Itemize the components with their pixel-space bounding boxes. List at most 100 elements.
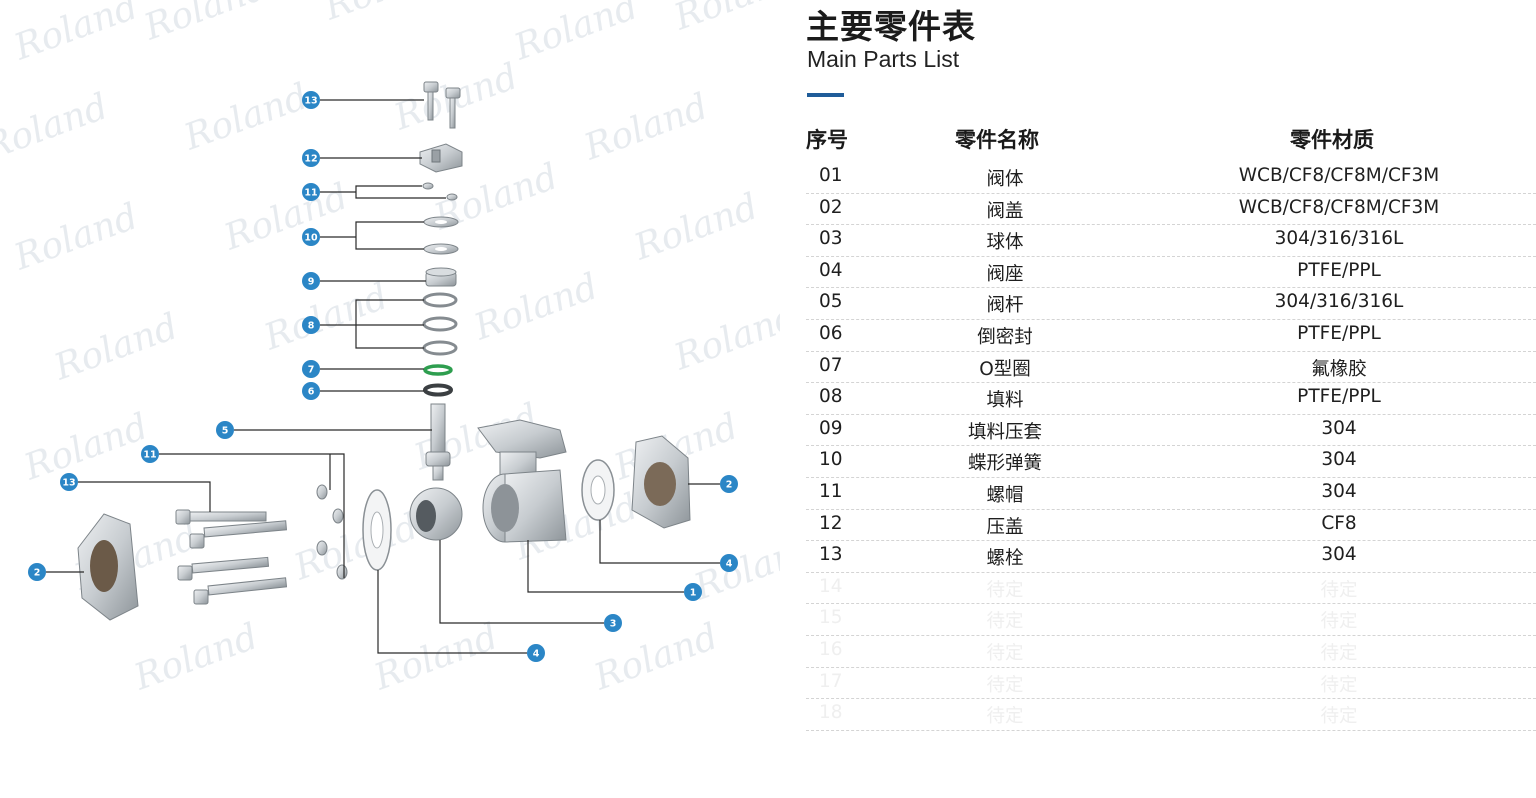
part-number-cell: 05 <box>819 291 843 313</box>
valve-body-part <box>477 419 567 543</box>
part-number-cell: 13 <box>819 544 843 566</box>
watermark-text: Roland <box>468 266 603 349</box>
callout-13-lower: 13 <box>60 473 78 491</box>
header-no: 序号 <box>806 128 848 152</box>
leader-lines <box>46 99 720 654</box>
watermark-text: Roland <box>288 506 423 589</box>
watermark-text: Roland <box>668 296 780 379</box>
page-title-zh: 主要零件表 <box>806 7 976 46</box>
svg-text:5: 5 <box>222 426 229 437</box>
end-cap-part-right <box>631 435 691 529</box>
svg-text:8: 8 <box>308 321 315 332</box>
part-material-cell: 待定 <box>1320 611 1358 633</box>
o-ring-part <box>423 364 453 376</box>
table-header: 序号 零件名称 零件材质 <box>806 124 1536 156</box>
callout-9: 9 <box>302 272 320 290</box>
part-number-cell: 15 <box>819 607 843 629</box>
part-material-cell: 304/316/316L <box>1274 291 1404 313</box>
svg-text:4: 4 <box>726 559 733 570</box>
svg-text:11: 11 <box>304 188 317 199</box>
table-row: 13 螺栓 304 <box>806 541 1536 573</box>
watermark-text: Roland <box>8 196 143 279</box>
watermark-text: Roland <box>48 306 183 389</box>
part-name-cell: 填料 <box>986 390 1024 412</box>
svg-text:7: 7 <box>308 365 315 376</box>
callout-2-left: 2 <box>28 563 46 581</box>
part-number-cell: 07 <box>819 354 843 376</box>
part-number-cell: 17 <box>819 670 843 692</box>
part-material-cell: 待定 <box>1320 706 1358 728</box>
callout-1: 1 <box>684 583 702 601</box>
gland-part <box>419 143 463 173</box>
part-material-cell: WCB/CF8/CF8M/CF3M <box>1238 196 1440 218</box>
callout-2-right: 2 <box>720 475 738 493</box>
callout-5: 5 <box>216 421 234 439</box>
part-material-cell: 304 <box>1321 417 1357 439</box>
part-name-cell: 蝶形弹簧 <box>967 453 1042 475</box>
part-number-cell: 18 <box>819 702 843 724</box>
part-name-cell: 螺栓 <box>986 548 1024 570</box>
svg-text:2: 2 <box>726 480 733 491</box>
watermark-text: Roland <box>318 0 453 29</box>
part-material-cell: WCB/CF8/CF8M/CF3M <box>1238 165 1440 186</box>
watermark-text: Roland <box>18 406 153 489</box>
part-number-cell: 01 <box>819 165 843 186</box>
callout-12: 12 <box>302 149 320 167</box>
part-name-cell: 待定 <box>986 579 1024 601</box>
part-material-cell: PTFE/PPL <box>1297 259 1381 281</box>
watermark-text: Roland <box>178 76 313 159</box>
callout-4-right: 4 <box>720 554 738 572</box>
svg-text:13: 13 <box>304 96 317 107</box>
part-number-cell: 04 <box>819 259 843 281</box>
svg-text:11: 11 <box>143 450 156 461</box>
svg-text:4: 4 <box>533 649 540 660</box>
part-name-cell: 待定 <box>986 674 1024 696</box>
part-material-cell: 304/316/316L <box>1274 228 1404 250</box>
part-number-cell: 10 <box>819 449 843 471</box>
part-name-cell: 阀盖 <box>986 200 1024 222</box>
watermark-text: Roland <box>578 86 713 169</box>
part-name-cell: 待定 <box>986 611 1024 633</box>
part-material-cell: 304 <box>1321 480 1357 502</box>
watermark-text: Roland <box>628 186 763 269</box>
nut-part-top <box>422 182 458 201</box>
part-name-cell: 压盖 <box>986 516 1024 538</box>
part-number-cell: 08 <box>819 386 843 408</box>
part-name-cell: 阀体 <box>986 169 1024 190</box>
watermark-text: Roland <box>0 86 113 169</box>
end-cap-part-left <box>77 513 139 621</box>
part-material-cell: PTFE/PPL <box>1297 322 1381 344</box>
svg-text:10: 10 <box>304 233 318 244</box>
watermark-text: Roland <box>128 616 263 699</box>
stem-seal-part <box>423 383 453 397</box>
svg-text:9: 9 <box>308 277 315 288</box>
svg-text:12: 12 <box>304 154 317 165</box>
stem-part <box>425 403 451 481</box>
watermark-text: Roland <box>138 0 273 49</box>
part-name-cell: 待定 <box>986 706 1024 728</box>
packing-part <box>422 292 458 356</box>
watermark-text: Roland <box>508 0 643 69</box>
part-number-cell: 11 <box>819 480 843 502</box>
part-name-cell: 待定 <box>986 642 1024 664</box>
part-name-cell: 球体 <box>986 232 1024 254</box>
svg-text:6: 6 <box>308 387 315 398</box>
callout-6: 6 <box>302 382 320 400</box>
part-material-cell: 304 <box>1321 544 1357 566</box>
part-material-cell: 待定 <box>1320 579 1358 601</box>
part-number-cell: 06 <box>819 322 843 344</box>
callout-13-top: 13 <box>302 91 320 109</box>
part-name-cell: O型圈 <box>979 358 1031 380</box>
